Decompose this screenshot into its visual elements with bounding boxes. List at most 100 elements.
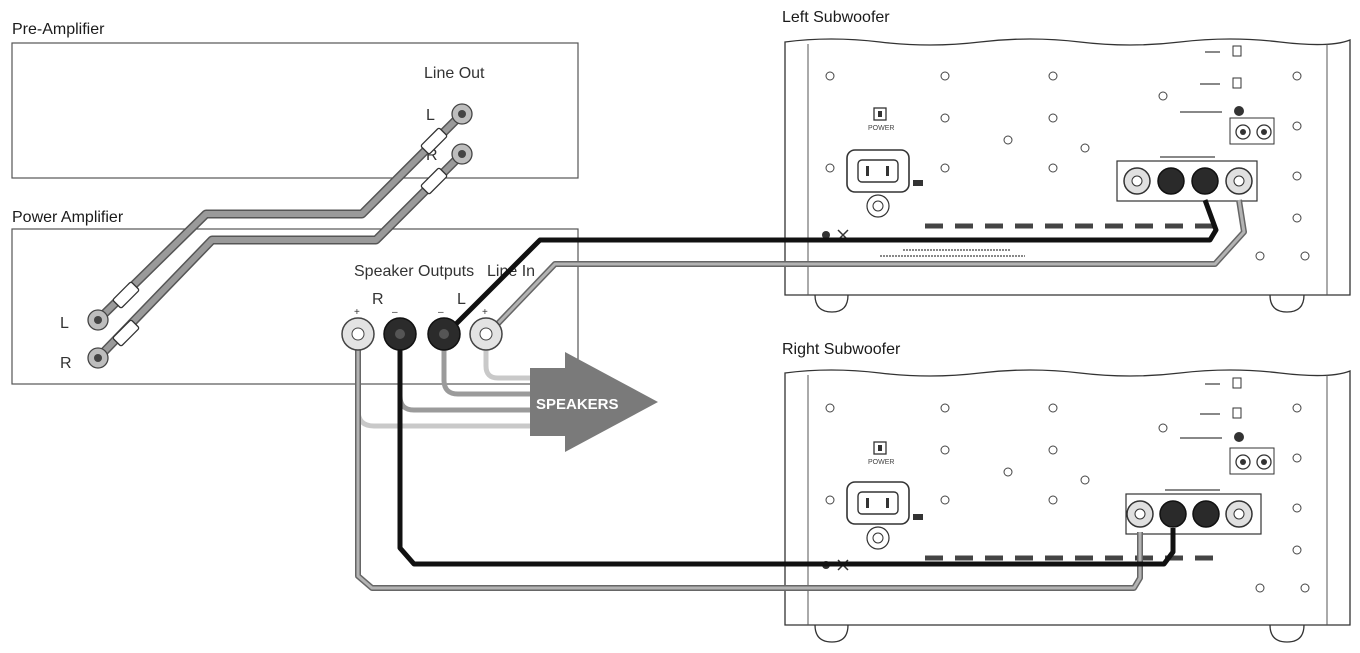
screw: [1003, 467, 1013, 477]
left-sub-power-pin-2: [886, 166, 889, 176]
power-amplifier-title: Power Amplifier: [12, 209, 124, 226]
rca-plug: [420, 167, 448, 195]
screw: [1300, 251, 1310, 261]
polarity-plus-left: +: [482, 307, 488, 318]
screw: [940, 163, 950, 173]
power-amp-line-in-left-pin: [94, 316, 102, 324]
speaker-terminal-left-plus-core: [479, 327, 493, 341]
left-sub-power-pin-1: [866, 166, 869, 176]
screw: [1292, 121, 1302, 131]
screw: [1255, 583, 1265, 593]
left-subwoofer-chassis: [784, 38, 1351, 296]
right-sub-speaker-in-3: [1192, 500, 1220, 528]
screw: [1080, 475, 1090, 485]
pre-amp-left-label: L: [426, 107, 435, 124]
screw: [1048, 71, 1058, 81]
speaker-out-right-label: R: [372, 291, 384, 308]
rca-jacks: [87, 103, 473, 369]
screw: [1292, 545, 1302, 555]
polarity-minus-right: –: [392, 307, 398, 318]
speaker-wire-left-minus: [441, 336, 534, 397]
right-sub-speaker-in-4-core: [1233, 508, 1245, 520]
left-sub-power-fuse: [913, 180, 923, 186]
screw: [825, 71, 835, 81]
rca-cable-right: [95, 151, 465, 361]
right-sub-speaker-in-1-core: [1134, 508, 1146, 520]
screw: [1048, 445, 1058, 455]
left-sub-ground-icon: [822, 231, 830, 239]
right-sub-foot-left: [814, 624, 849, 643]
right-subwoofer-chassis: [784, 369, 1351, 626]
pre-amp-right-label: R: [426, 147, 438, 164]
right-sub-power-pin-2: [886, 498, 889, 508]
left-subwoofer: Left Subwoofer POWER: [782, 9, 1351, 313]
rca-cables: [87, 103, 473, 369]
screw: [1048, 163, 1058, 173]
right-sub-grey-cable: [356, 336, 1142, 590]
screw: [940, 445, 950, 455]
left-sub-speaker-in-4-core: [1233, 175, 1245, 187]
left-sub-power-switch-rocker: [878, 111, 882, 117]
left-sub-power-label: POWER: [868, 125, 894, 132]
right-sub-power-switch-rocker: [878, 445, 882, 451]
left-sub-line-in-frame: [1229, 117, 1275, 145]
right-sub-foot-right: [1269, 624, 1305, 643]
left-sub-volume-knob: [866, 194, 890, 218]
screw: [1292, 71, 1302, 81]
pre-amplifier-title: Pre-Amplifier: [12, 21, 105, 38]
screw: [1292, 403, 1302, 413]
speaker-wire-left-plus: [483, 336, 534, 381]
screw: [1292, 171, 1302, 181]
power-amp-right-label: R: [60, 355, 72, 372]
speakers-arrow-shape: [530, 352, 658, 452]
left-sub-line-in-left-pin: [1261, 129, 1267, 135]
power-amp-line-in-right-pin: [94, 354, 102, 362]
rca-plug: [420, 127, 448, 155]
screw: [1048, 495, 1058, 505]
left-sub-black-cable: [442, 199, 1219, 338]
left-sub-speaker-in-2: [1157, 167, 1185, 195]
right-sub-power-fuse: [913, 514, 923, 520]
speakers-label: SPEAKERS: [536, 396, 619, 413]
left-sub-screws: [825, 71, 1310, 261]
right-sub-line-in-frame: [1229, 447, 1275, 475]
speaker-outputs-label: Speaker Outputs: [354, 263, 474, 280]
left-subwoofer-title: Left Subwoofer: [782, 9, 890, 26]
rca-cable-left: [95, 111, 465, 323]
pre-amplifier-box: [11, 42, 579, 179]
right-sub-black-cable: [397, 336, 1176, 567]
right-sub-line-in-left-pin: [1261, 459, 1267, 465]
left-sub-foot-right: [1269, 294, 1305, 313]
polarity-plus-right: +: [354, 307, 360, 318]
left-sub-switch-1: [1232, 45, 1242, 57]
right-sub-power-pin-1: [866, 498, 869, 508]
screw: [1080, 143, 1090, 153]
speaker-terminal-right-minus-core: [395, 329, 405, 339]
right-sub-trigger-jack: [1234, 432, 1244, 442]
right-subwoofer-title: Right Subwoofer: [782, 341, 901, 358]
left-sub-speaker-level-in-frame: [1116, 160, 1258, 202]
right-sub-power-label: POWER: [868, 459, 894, 466]
polarity-minus-left: –: [438, 307, 444, 318]
screw: [825, 403, 835, 413]
screw: [825, 163, 835, 173]
screw: [1158, 423, 1168, 433]
screw: [1292, 213, 1302, 223]
screw: [1292, 503, 1302, 513]
screw: [1300, 583, 1310, 593]
right-sub-screws: [825, 403, 1310, 593]
screw: [1158, 91, 1168, 101]
right-subwoofer: Right Subwoofer POWER: [782, 341, 1351, 643]
left-sub-foot-left: [814, 294, 849, 313]
left-sub-grey-cable: [484, 199, 1246, 338]
pre-amp-line-out-left-pin: [458, 110, 466, 118]
right-sub-volume-knob-center: [872, 532, 884, 544]
right-sub-switch-2: [1232, 407, 1242, 419]
right-sub-speaker-in-2: [1159, 500, 1187, 528]
screw: [1048, 113, 1058, 123]
left-sub-speaker-in-1-core: [1131, 175, 1143, 187]
screw: [1292, 453, 1302, 463]
left-sub-line-in-right-pin: [1240, 129, 1246, 135]
pre-amp-line-out-right-pin: [458, 150, 466, 158]
